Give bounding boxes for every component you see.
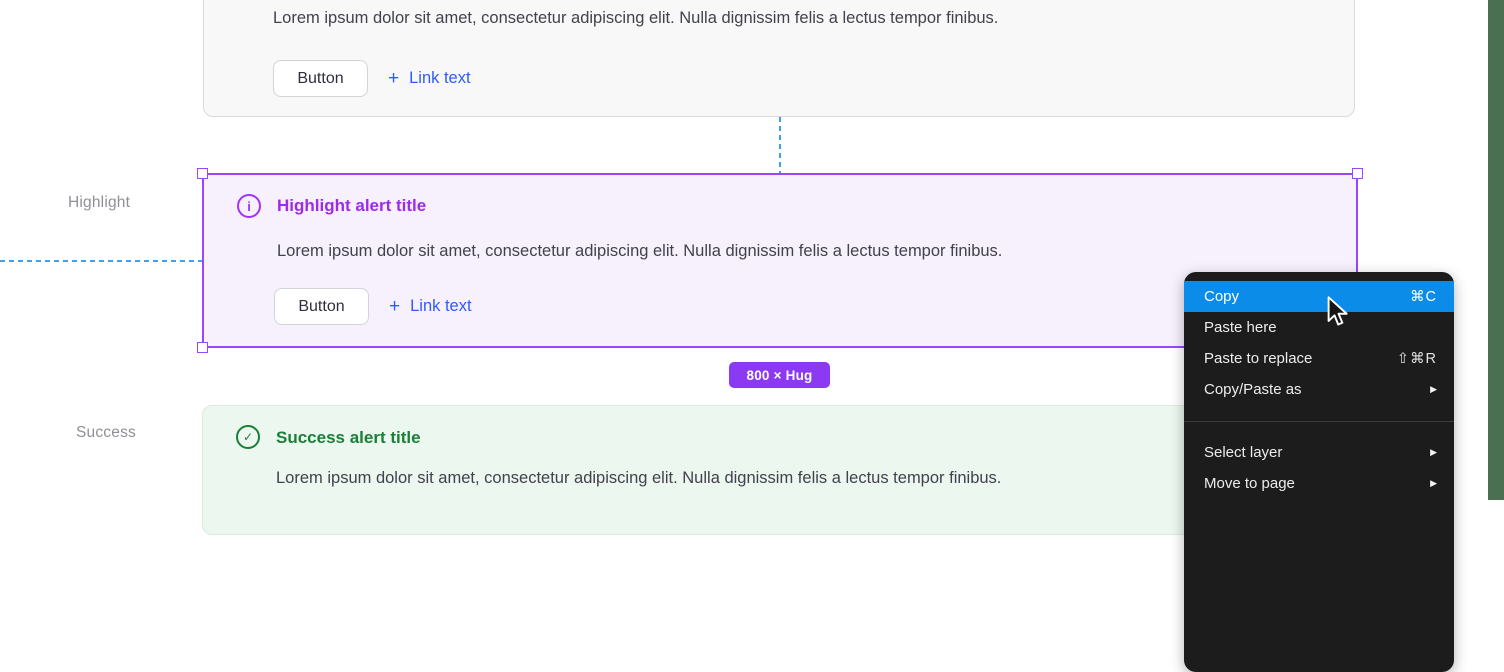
highlight-alert-button[interactable]: Button [274,288,369,325]
highlight-alert-card[interactable]: i Highlight alert title Lorem ipsum dolo… [197,168,1363,353]
plus-icon: + [389,296,401,317]
check-circle-icon: ✓ [236,425,260,449]
check-glyph: ✓ [242,430,254,444]
selection-handle-ne[interactable] [1352,168,1363,179]
submenu-arrow-icon: ▶ [1430,447,1437,457]
menu-item-label: Paste here [1204,319,1277,336]
success-alert-body: Lorem ipsum dolor sit amet, consectetur … [276,469,1002,487]
default-alert-card[interactable]: Lorem ipsum dolor sit amet, consectetur … [203,0,1355,117]
menu-item-label: Move to page [1204,475,1295,492]
section-label-success: Success [76,424,136,441]
menu-shortcut: ⌘C [1410,288,1437,305]
submenu-arrow-icon: ▶ [1430,478,1437,488]
menu-item-paste-to-replace[interactable]: Paste to replace ⇧⌘R [1184,343,1454,374]
section-label-highlight: Highlight [68,194,131,211]
selection-handle-sw[interactable] [197,342,208,353]
submenu-arrow-icon: ▶ [1430,384,1437,394]
default-alert-button[interactable]: Button [273,60,368,97]
link-label: Link text [410,297,472,315]
link-label: Link text [409,69,471,87]
default-alert-body: Lorem ipsum dolor sit amet, consectetur … [273,9,999,27]
menu-item-copy[interactable]: Copy ⌘C [1184,281,1454,312]
info-circle-icon: i [237,194,261,218]
plus-icon: + [388,68,400,89]
right-edge-green-panel [1488,0,1504,500]
menu-shortcut: ⇧⌘R [1396,350,1437,367]
menu-item-paste-here[interactable]: Paste here [1184,312,1454,343]
menu-item-label: Copy/Paste as [1204,381,1302,398]
menu-item-move-to-page[interactable]: Move to page ▶ [1184,468,1454,499]
menu-separator [1184,421,1454,422]
highlight-alert-link[interactable]: + Link text [389,288,472,325]
context-menu: Copy ⌘C Paste here Paste to replace ⇧⌘R … [1184,272,1454,672]
selection-handle-nw[interactable] [197,168,208,179]
horizontal-guide-line [0,260,202,262]
menu-item-select-layer[interactable]: Select layer ▶ [1184,437,1454,468]
highlight-alert-body: Lorem ipsum dolor sit amet, consectetur … [277,242,1003,260]
button-label: Button [297,69,344,87]
mouse-cursor-icon [1327,296,1348,326]
button-label: Button [298,297,345,315]
info-glyph: i [247,198,251,214]
default-alert-link[interactable]: + Link text [388,60,471,97]
menu-item-label: Paste to replace [1204,350,1313,367]
menu-item-label: Select layer [1204,444,1283,461]
menu-item-copy-paste-as[interactable]: Copy/Paste as ▶ [1184,374,1454,405]
selection-size-badge: 800 × Hug [729,362,830,388]
menu-item-label: Copy [1204,288,1240,305]
success-alert-title: Success alert title [276,428,421,447]
highlight-alert-title: Highlight alert title [277,196,427,215]
